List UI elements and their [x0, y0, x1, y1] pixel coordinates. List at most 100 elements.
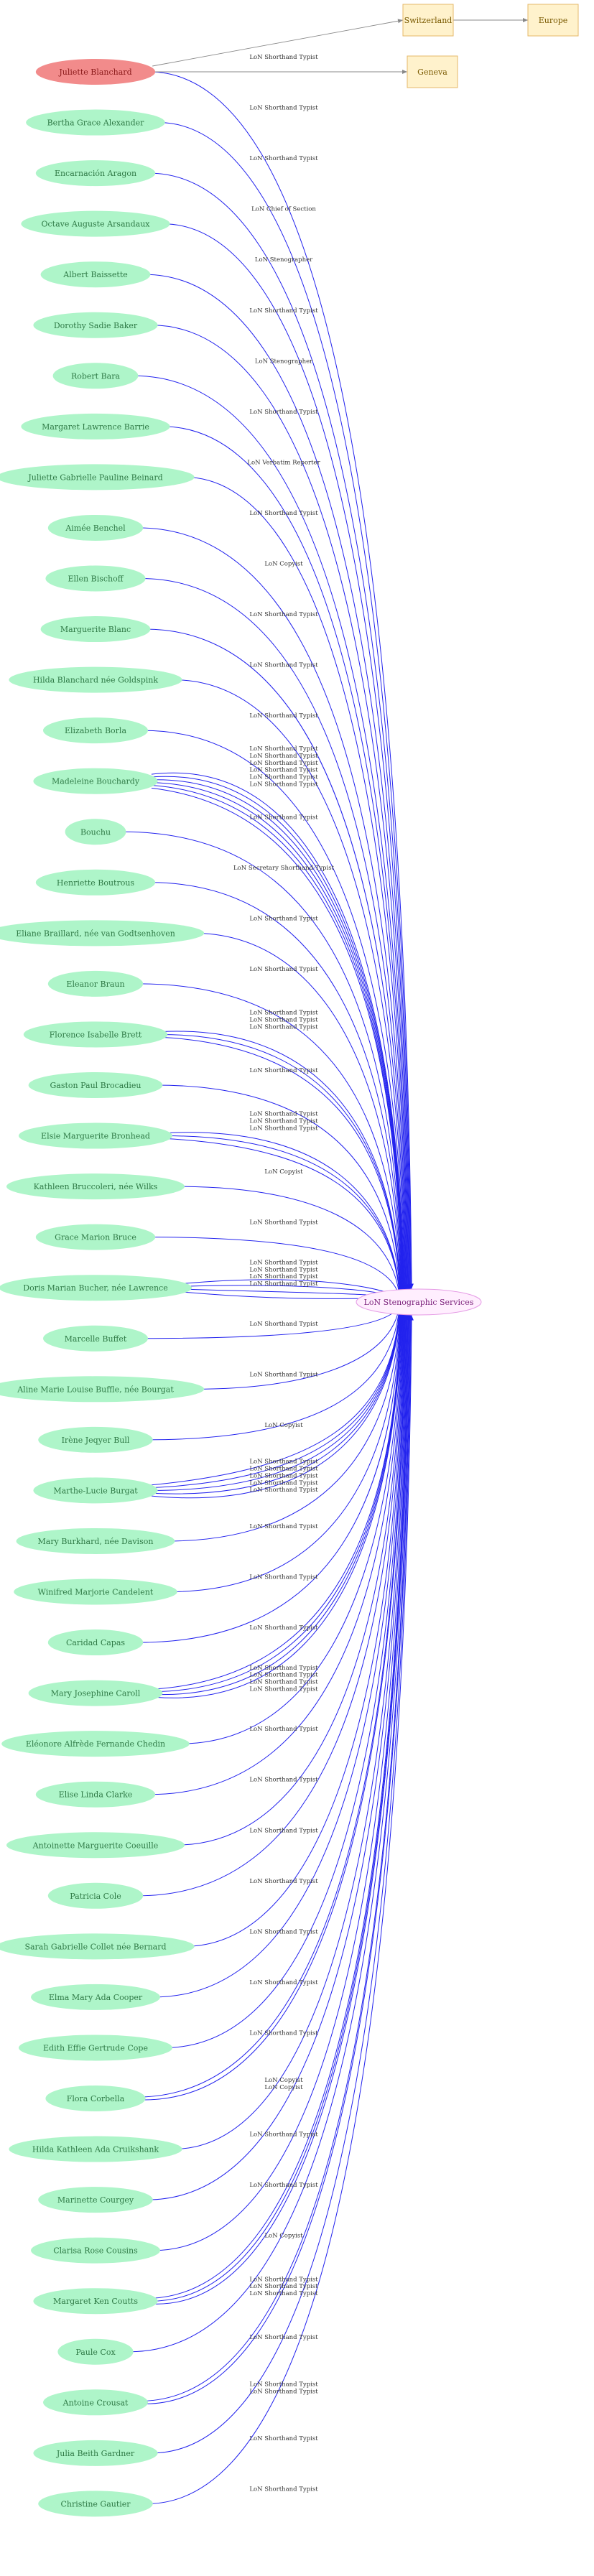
edge-margaret-ken-coutts-0 [151, 1313, 410, 2299]
edge-label: LoN Shorthand Typist [249, 1777, 318, 1784]
edge-label: LoN Shorthand Typist [249, 1371, 318, 1378]
person-node-clarisa-rose-cousins[interactable]: Clarisa Rose Cousins [31, 2237, 160, 2264]
edge-label: LoN Shorthand Typist [249, 2283, 318, 2290]
edge-madeleine-bouchardy-2 [151, 779, 406, 1293]
person-node-octave-auguste-arsandaux[interactable]: Octave Auguste Arsandaux [21, 210, 170, 237]
person-node-bouchu[interactable]: Bouchu [65, 819, 126, 845]
edge-label: LoN Shorthand Typist [249, 510, 318, 517]
person-node-juliette-gabrielle-pauline-beinard[interactable]: Juliette Gabrielle Pauline Beinard [0, 464, 195, 490]
person-node-bertha-grace-alexander[interactable]: Bertha Grace Alexander [26, 109, 165, 136]
person-label: Octave Auguste Arsandaux [42, 220, 151, 229]
person-node-henriette-boutrous[interactable]: Henriette Boutrous [35, 869, 156, 896]
person-node-gaston-paul-brocadieu[interactable]: Gaston Paul Brocadieu [28, 1072, 163, 1098]
person-node-eliane-braillard-nee-van-godtsenhoven[interactable]: Eliane Braillard, née van Godtsenhoven [0, 920, 205, 947]
person-node-dorothy-sadie-baker[interactable]: Dorothy Sadie Baker [33, 312, 158, 338]
person-node-juliette-blanchard[interactable]: Juliette Blanchard [35, 59, 156, 85]
person-node-margaret-ken-coutts[interactable]: Margaret Ken Coutts [33, 2288, 158, 2315]
person-node-margaret-lawrence-barrie[interactable]: Margaret Lawrence Barrie [21, 413, 170, 440]
person-node-edith-effie-gertrude-cope[interactable]: Edith Effie Gertrude Cope [19, 2035, 172, 2061]
person-node-elizabeth-borla[interactable]: Elizabeth Borla [43, 717, 148, 744]
edge-octave-auguste-arsandaux-0 [162, 223, 412, 1290]
person-node-elise-linda-clarke[interactable]: Elise Linda Clarke [35, 1781, 156, 1808]
edge-label: LoN Shorthand Typist [249, 1219, 318, 1227]
edge-label: LoN Shorthand Typist [249, 1067, 318, 1074]
person-node-encarnacion-aragon[interactable]: Encarnación Aragon [35, 160, 156, 187]
edge-hilda-blanchard-nee-goldspink-0 [173, 679, 407, 1291]
person-node-christine-gautier[interactable]: Christine Gautier [38, 2491, 153, 2517]
person-node-hilda-blanchard-nee-goldspink[interactable]: Hilda Blanchard née Goldspink [9, 666, 182, 693]
person-label: Julia Beith Gardner [56, 2449, 135, 2458]
edge-elise-linda-clarke-0 [149, 1311, 405, 1795]
place-node-switzerland[interactable]: Switzerland [402, 4, 454, 37]
edge-label: LoN Shorthand Typist [249, 2029, 318, 2037]
person-node-elma-mary-ada-cooper[interactable]: Elma Mary Ada Cooper [31, 1984, 160, 2010]
person-node-ellen-bischoff[interactable]: Ellen Bischoff [45, 565, 146, 592]
edge-label: LoN Shorthand Typist [249, 1979, 318, 1986]
person-label: Ellen Bischoff [68, 575, 124, 584]
organization-node[interactable]: LoN Stenographic Services [356, 1288, 482, 1316]
edge-label: LoN Shorthand Typist [249, 1878, 318, 1885]
person-node-antoine-crousat[interactable]: Antoine Crousat [43, 2389, 148, 2416]
person-label: Mary Josephine Caroll [51, 1689, 141, 1698]
person-node-eleonore-alfrede-fernande-chedin[interactable]: Eléonore Alfrède Fernande Chedin [1, 1731, 190, 1757]
edge-label: LoN Shorthand Typist [249, 2381, 318, 2388]
person-node-marguerite-blanc[interactable]: Marguerite Blanc [40, 616, 151, 643]
edge-ellen-bischoff-0 [140, 578, 409, 1291]
person-node-eleanor-braun[interactable]: Eleanor Braun [47, 970, 144, 997]
person-label: Marguerite Blanc [60, 625, 131, 634]
person-node-hilda-kathleen-ada-cruikshank[interactable]: Hilda Kathleen Ada Cruikshank [9, 2136, 182, 2162]
edge-juliette-blanchard-0 [149, 71, 414, 1289]
edge-label: LoN Shorthand Typist [249, 1574, 318, 1581]
person-node-albert-baissette[interactable]: Albert Baissette [40, 261, 151, 288]
person-node-doris-marian-bucher-nee-lawrence[interactable]: Doris Marian Bucher, née Lawrence [0, 1275, 192, 1301]
person-node-patricia-cole[interactable]: Patricia Cole [47, 1882, 144, 1909]
edge-bertha-grace-alexander-0 [158, 122, 414, 1289]
edge-label: LoN Shorthand Typist [249, 1679, 318, 1686]
edge-florence-isabelle-brett-2 [160, 1036, 403, 1296]
person-node-irene-jeqyer-bull[interactable]: Irène Jeqyer Bull [38, 1426, 153, 1453]
person-label: Florence Isabelle Brett [50, 1030, 142, 1039]
place-node-geneva[interactable]: Geneva [407, 55, 458, 88]
person-label: Elizabeth Borla [65, 726, 126, 735]
edge-label: LoN Shorthand Typist [249, 307, 318, 315]
edge-madeleine-bouchardy-0 [151, 772, 407, 1292]
person-node-antoinette-marguerite-coeuille[interactable]: Antoinette Marguerite Coeuille [6, 1832, 185, 1859]
edge-label: LoN Copyist [264, 1422, 303, 1429]
person-node-elsie-marguerite-bronhead[interactable]: Elsie Marguerite Bronhead [19, 1122, 172, 1149]
edge-marthe-lucie-burgat-2 [151, 1307, 402, 1491]
person-node-aimee-benchel[interactable]: Aimée Benchel [47, 514, 144, 541]
person-node-julia-beith-gardner[interactable]: Julia Beith Gardner [33, 2440, 158, 2466]
edge-label: LoN Shorthand Typist [249, 712, 318, 720]
person-node-mary-josephine-caroll[interactable]: Mary Josephine Caroll [28, 1680, 163, 1706]
person-node-flora-corbella[interactable]: Flora Corbella [45, 2086, 146, 2111]
person-node-florence-isabelle-brett[interactable]: Florence Isabelle Brett [23, 1021, 168, 1048]
edge-label: LoN Copyist [264, 1168, 303, 1176]
person-node-grace-marion-bruce[interactable]: Grace Marion Bruce [35, 1224, 156, 1250]
person-node-caridad-capas[interactable]: Caridad Capas [47, 1629, 144, 1656]
edge-label: LoN Shorthand Typist [249, 774, 318, 781]
edge-label: LoN Shorthand Typist [249, 1672, 318, 1679]
person-label: Antoine Crousat [62, 2398, 129, 2407]
person-node-winifred-marjorie-candelent[interactable]: Winifred Marjorie Candelent [14, 1578, 177, 1605]
edge-label: LoN Shorthand Typist [249, 1010, 318, 1017]
person-node-sarah-gabrielle-collet-nee-bernard[interactable]: Sarah Gabrielle Collet née Bernard [0, 1933, 195, 1960]
person-node-robert-bara[interactable]: Robert Bara [52, 363, 139, 389]
edge-aline-marie-louise-buffle-nee-bourgat-0 [193, 1305, 402, 1390]
person-node-madeleine-bouchardy[interactable]: Madeleine Bouchardy [33, 768, 158, 794]
person-node-marcelle-buffet[interactable]: Marcelle Buffet [43, 1325, 148, 1352]
edge-marguerite-blanc-0 [144, 628, 408, 1291]
person-node-marinette-courgey[interactable]: Marinette Courgey [38, 2187, 153, 2213]
person-node-paule-cox[interactable]: Paule Cox [57, 2338, 134, 2365]
person-label: Doris Marian Bucher, née Lawrence [23, 1283, 167, 1293]
edge-label: LoN Shorthand Typist [249, 1125, 318, 1132]
person-node-mary-burkhard-nee-davison[interactable]: Mary Burkhard, née Davison [16, 1528, 175, 1554]
edge-label: LoN Shorthand Typist [249, 814, 318, 821]
edge-elsie-marguerite-bronhead-0 [164, 1132, 402, 1297]
place-node-europe[interactable]: Europe [527, 4, 579, 37]
person-node-kathleen-bruccoleri-nee-wilks[interactable]: Kathleen Bruccoleri, née Wilks [6, 1173, 185, 1200]
person-node-aline-marie-louise-buffle-nee-bourgat[interactable]: Aline Marie Louise Buffle, née Bourgat [0, 1376, 205, 1403]
person-node-marthe-lucie-burgat[interactable]: Marthe-Lucie Burgat [33, 1477, 158, 1504]
person-label: Bouchu [80, 827, 111, 837]
